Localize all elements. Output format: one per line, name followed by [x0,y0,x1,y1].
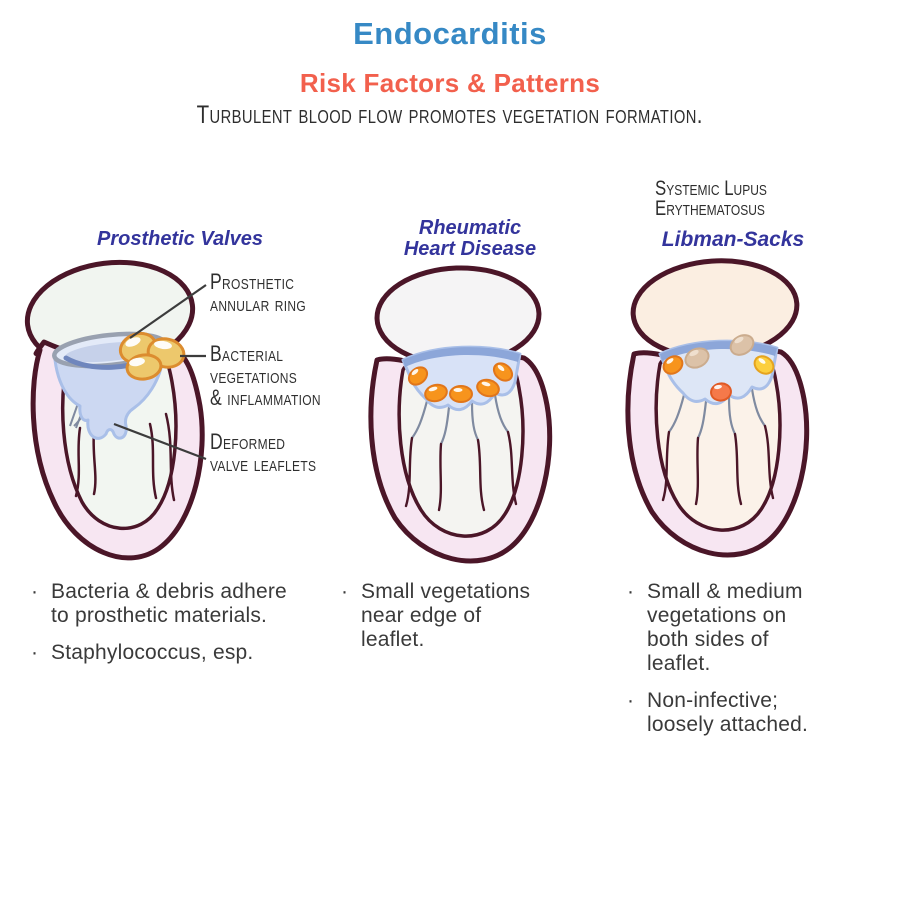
annotation-deformed-valve-leaflets: Deformed valve leaflets [210,431,343,475]
annotation-prosthetic-annular-ring: Prosthetic annular ring [210,271,330,315]
heading-line: Systemic Lupus [655,177,767,200]
annotation-line: Bacterial [210,341,284,366]
heading-prosthetic-valves: Prosthetic Valves [96,228,263,250]
annotation-line: valve leaflets [210,451,317,476]
annotation-line: & inflammation [210,385,321,410]
heading-line: Rheumatic [418,217,522,239]
heart-diagram-libman-sacks [625,258,810,558]
list-item: · Non-infective; loosely attached. [624,689,830,737]
page-subtitle: Risk Factors & Patterns [299,68,601,98]
tagline-text: Turbulent blood flow promotes vegetation… [196,101,704,129]
heading-libman-sacks: Libman-Sacks [661,228,805,251]
chordae-tendineae [668,388,766,439]
list-item: · Bacteria & debris adhere to prosthetic… [28,580,290,628]
heading-line: Erythematosus [655,197,765,220]
bullet-text: Small & medium vegetations on both sides… [647,580,803,675]
list-item: · Staphylococcus, esp. [28,641,290,665]
chordae-tendineae [411,394,509,445]
bullet-text: Staphylococcus, esp. [51,641,254,664]
annotation-line: Prosthetic [210,269,295,294]
notes-prosthetic-valves: · Bacteria & debris adhere to prosthetic… [28,580,290,665]
bullet-text: Bacteria & debris adhere to prosthetic m… [51,580,287,627]
bullet-text: Small vegetations near edge of leaflet. [361,580,531,651]
bacterial-vegetations [118,331,186,381]
bullet-marker: · [31,641,39,664]
valve-annulus-rim [403,347,520,367]
leader-line-leaflets [113,422,207,461]
heading-systemic-lupus-erythematosus: Systemic Lupus Erythematosus [655,177,795,220]
annotation-line: annular ring [210,291,307,316]
papillary-muscles [661,424,775,506]
small-vegetations [407,362,514,403]
papillary-muscles [404,430,518,512]
bullet-marker: · [627,580,635,603]
heading-rheumatic-heart-disease: Rheumatic Heart Disease [375,218,565,260]
list-item: · Small vegetations near edge of leaflet… [338,580,544,652]
annotation-line: Deformed [210,429,286,454]
libman-sacks-vegetations [662,334,775,402]
bullet-marker: · [341,580,349,603]
tagline: Turbulent blood flow promotes vegetation… [0,101,900,130]
notes-libman-sacks: · Small & medium vegetations on both sid… [624,580,830,737]
heart-diagram-prosthetic-valve [24,259,207,561]
bullet-marker: · [31,580,39,603]
annotation-bacterial-vegetations: Bacterial vegetations & inflammation [210,343,349,409]
heading-line: Heart Disease [403,238,537,260]
annotation-line: vegetations [210,363,298,388]
bullet-text: Non-infective; loosely attached. [647,689,809,736]
list-item: · Small & medium vegetations on both sid… [624,580,830,676]
notes-rheumatic: · Small vegetations near edge of leaflet… [338,580,544,652]
page-title: Endocarditis [353,16,547,51]
heart-diagram-rheumatic [368,265,553,564]
bullet-marker: · [627,689,635,712]
leader-line-annular-ring [129,284,207,339]
leader-lines [113,284,207,461]
